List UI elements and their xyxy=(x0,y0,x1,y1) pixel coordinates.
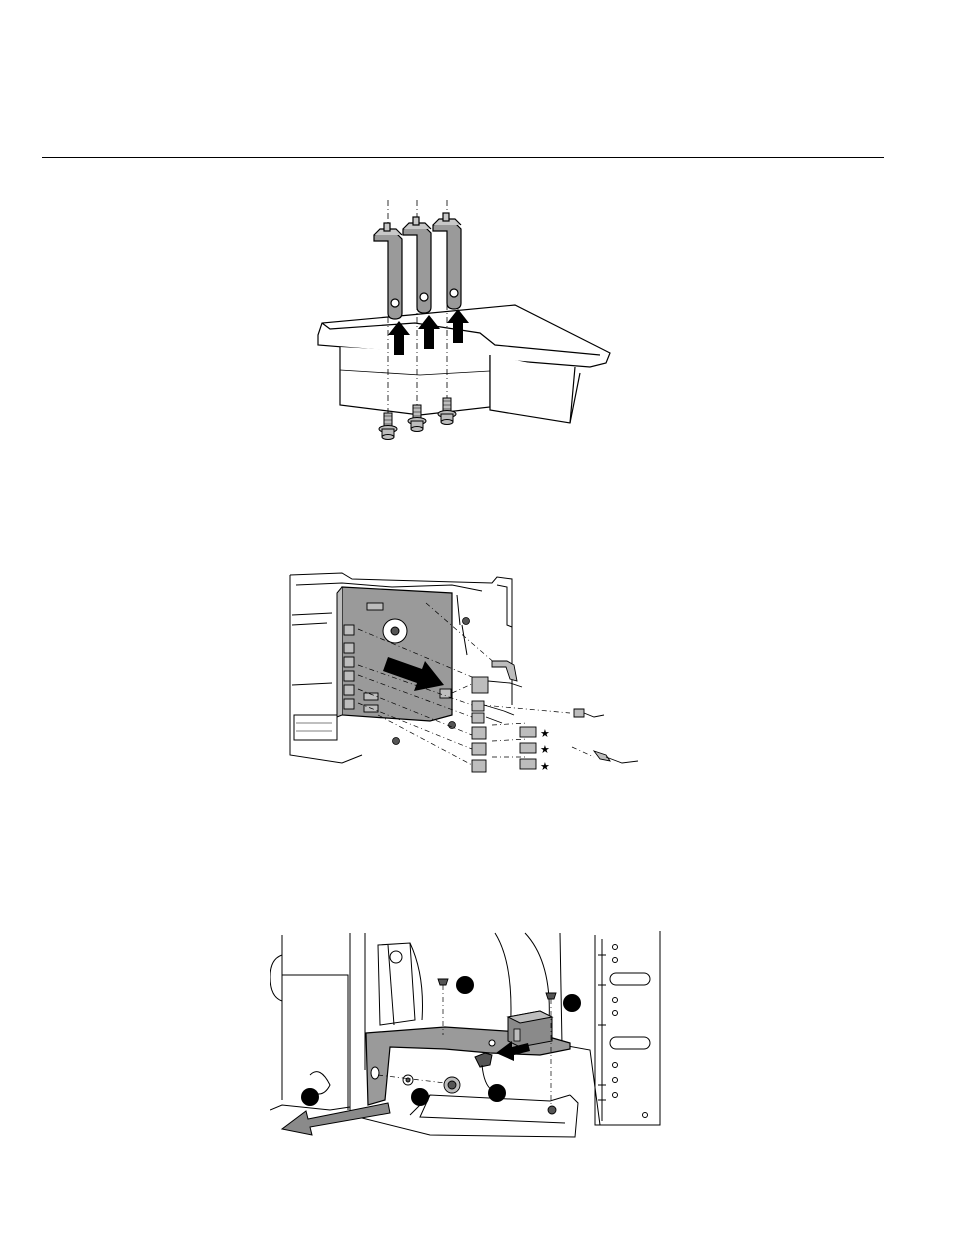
screw-circle xyxy=(383,619,407,643)
transformer xyxy=(508,1011,552,1047)
svg-text:★: ★ xyxy=(540,728,550,740)
svg-text:★: ★ xyxy=(540,761,550,773)
header-rule xyxy=(42,157,884,158)
removal-arrow xyxy=(282,1103,390,1135)
right-panel xyxy=(595,931,660,1125)
cable-connectors xyxy=(472,661,638,772)
left-housing xyxy=(270,935,350,1110)
bracket-middle xyxy=(403,217,431,313)
bracket-left xyxy=(374,223,402,319)
svg-text:★: ★ xyxy=(540,744,550,756)
pcb-connector-removal-illustration: ★ ★ ★ xyxy=(282,565,652,780)
chassis-bracket-removal-illustration xyxy=(270,925,665,1140)
bracket-right xyxy=(433,213,461,309)
bracket-removal-illustration xyxy=(300,195,620,465)
star-markers: ★ ★ ★ xyxy=(540,728,550,773)
